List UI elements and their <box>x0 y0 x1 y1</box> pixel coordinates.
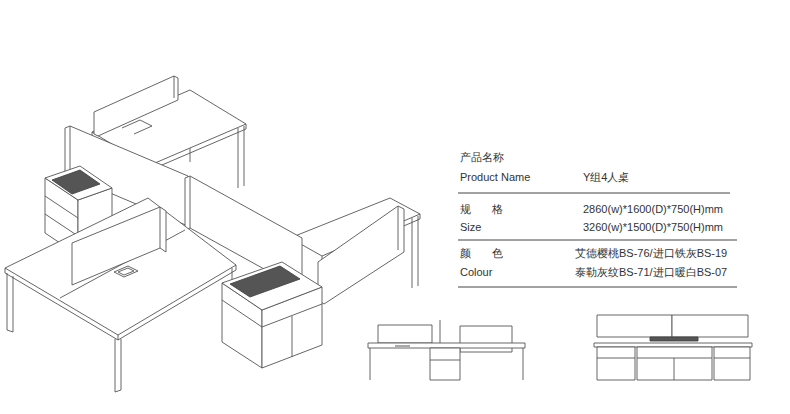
screen-panel <box>672 315 748 337</box>
field-heading: 规 格 <box>460 203 503 216</box>
drawer-line <box>45 196 78 218</box>
desk-screen <box>72 207 166 285</box>
field-heading: Size <box>460 221 481 234</box>
cabinet <box>714 347 750 380</box>
dimension: 2860(w)*1600(D)*750(H)mm <box>583 203 723 216</box>
screen-edge <box>160 207 161 248</box>
cabinet <box>637 347 712 380</box>
colour-name: 艾德樱桃BS-76/进口铁灰BS-19 <box>575 247 727 260</box>
cable-tray <box>52 170 100 194</box>
desk-top <box>5 198 236 335</box>
screen-panel <box>378 325 432 343</box>
desk-screen <box>94 76 178 136</box>
drawer-line <box>222 300 262 327</box>
screen-post <box>440 320 441 345</box>
front-desk <box>5 198 236 392</box>
dimension: 3260(w)*1500(D)*750(H)mm <box>583 221 723 234</box>
drawer-line <box>637 358 712 359</box>
cabinet-top <box>45 166 112 200</box>
door-line <box>292 316 293 357</box>
cable-tray <box>650 337 698 341</box>
grommet <box>114 266 138 277</box>
desk-top <box>368 343 525 348</box>
screen-edge <box>398 206 399 250</box>
desk-leg <box>115 339 121 392</box>
cabinet-top <box>222 262 322 310</box>
grommet <box>118 268 134 275</box>
side-elevation <box>368 320 525 380</box>
cable-tray <box>230 266 300 297</box>
table-rule <box>458 240 737 241</box>
cabinet <box>430 348 460 380</box>
screen-edge <box>174 76 175 98</box>
desk-screen <box>318 206 404 304</box>
desk-leg <box>238 128 239 188</box>
desk-leg <box>7 273 13 332</box>
field-heading: 产品名称 <box>460 151 504 164</box>
screen-edge <box>70 126 71 176</box>
front-elevation <box>594 315 752 380</box>
drawer-line <box>430 360 460 361</box>
desk-edge <box>5 265 236 340</box>
center-cabinet <box>222 262 322 368</box>
field-heading: 颜 色 <box>460 247 503 260</box>
field-heading: Colour <box>460 266 492 279</box>
colour-name: 泰勒灰纹BS-71/进口暖白BS-07 <box>575 266 727 279</box>
desk-leg <box>412 218 413 288</box>
field-heading: Product Name <box>460 171 530 184</box>
drawer-line <box>714 358 750 359</box>
desk-leg <box>418 216 419 286</box>
cabinet <box>597 347 635 380</box>
drawer-line <box>597 358 635 359</box>
product-name: Y组4人桌 <box>583 171 629 184</box>
table-rule <box>458 287 737 288</box>
door-line <box>674 358 675 380</box>
cable-tray <box>395 346 410 347</box>
drawer-line <box>45 214 78 236</box>
desk-leg <box>244 126 245 186</box>
screen-panel <box>597 315 672 337</box>
desk-top <box>594 343 752 347</box>
desk-leg <box>370 348 371 380</box>
desk-leg <box>523 348 524 380</box>
table-rule <box>458 193 730 194</box>
desk-edge <box>118 335 119 340</box>
screen-edge <box>190 176 191 228</box>
